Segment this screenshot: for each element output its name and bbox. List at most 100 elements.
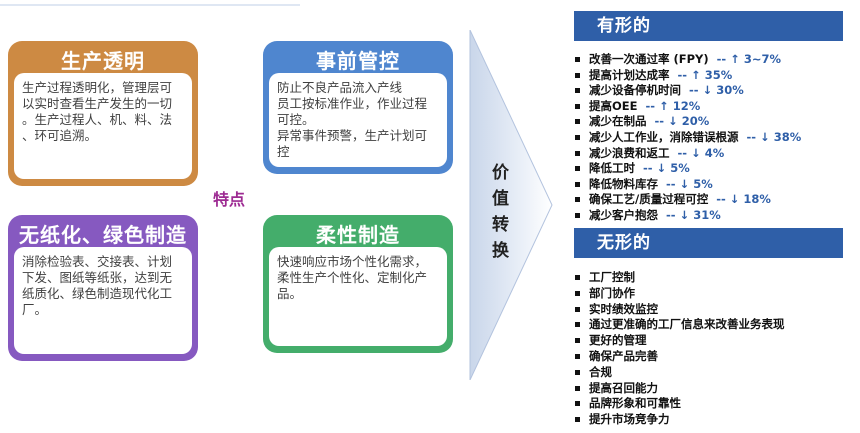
bullet-icon [575,322,580,328]
value-char: 值 [492,189,509,209]
intangible-list: 工厂控制 部门协作 实时绩效监控 通过更准确的工厂信息来改善业务表现 更好的管理… [575,270,785,428]
benefit-text: 减少设备停机时间 [589,83,681,98]
card-transparency: 生产透明 生产过程透明化，管理层可 以实时查看生产发生的一切 。生产过程人、机、… [8,41,198,186]
card-body: 消除检验表、交接表、计划 下发、图纸等纸张，达到无 纸质化、绿色制造现代化工 厂… [14,247,192,354]
list-item: 部门协作 [575,286,785,302]
benefit-metric: -- ↓ 38% [746,129,802,144]
list-item: 减少客户抱怨 -- ↓ 31% [575,208,801,224]
card-title: 事前管控 [316,49,400,73]
list-item: 实时绩效监控 [575,302,785,318]
benefit-metric: -- ↓ 20% [654,114,710,129]
card-body: 生产过程透明化，管理层可 以实时查看生产发生的一切 。生产过程人、机、料、法 、… [14,73,192,179]
list-item: 确保产品完善 [575,349,785,365]
list-item: 提高OEE -- ↑ 12% [575,99,801,115]
card-line: 快速响应市场个性化需求， [277,254,428,269]
card-paperless: 无纸化、绿色制造 消除检验表、交接表、计划 下发、图纸等纸张，达到无 纸质化、绿… [8,215,198,361]
list-item: 减少在制品 -- ↓ 20% [575,114,801,130]
benefit-text: 工厂控制 [589,270,635,284]
list-item: 降低工时 -- ↓ 5% [575,161,801,177]
card-line: 生产过程透明化，管理层可 [22,80,173,95]
card-line: 、环可追溯。 [22,128,98,143]
benefit-metric: -- ↓ 4% [677,145,725,160]
list-item: 通过更准确的工厂信息来改善业务表现 [575,317,785,333]
benefit-text: 降低工时 [589,161,635,176]
list-item: 减少浪费和返工 -- ↓ 4% [575,146,801,162]
value-conversion-label: 价 值 转 换 [492,160,512,264]
benefit-text: 减少客户抱怨 [589,207,658,222]
benefit-metric: -- ↓ 5% [643,161,690,176]
bullet-icon [575,401,580,407]
bullet-icon [575,166,580,172]
bullet-icon [575,369,580,375]
benefit-text: 提高计划达成率 [589,67,670,82]
benefit-text: 改善一次通过率 (FPY) [589,52,709,66]
bullet-icon [575,353,580,359]
top-divider [0,4,300,6]
benefit-metric: -- ↑ 35% [677,67,733,82]
bullet-icon [575,197,580,203]
card-flexible: 柔性制造 快速响应市场个性化需求， 柔性生产个性化、定制化产 品。 [263,215,453,353]
list-item: 提高计划达成率 -- ↑ 35% [575,68,801,84]
list-item: 降低物料库存 -- ↓ 5% [575,177,801,193]
bullet-icon [575,385,580,391]
bullet-icon [575,417,580,423]
tangible-list: 改善一次通过率 (FPY) -- ↑ 3~7% 提高计划达成率 -- ↑ 35%… [575,52,801,224]
benefit-text: 更好的管理 [589,333,647,348]
bullet-icon [575,212,580,218]
bullet-icon [575,338,580,344]
card-line: 纸质化、绿色制造现代化工 [22,286,173,301]
card-line: 厂。 [22,302,48,317]
bullet-icon [575,88,580,94]
benefit-metric: -- ↓ 18% [716,192,771,207]
benefit-metric: -- ↑ 3~7% [716,52,782,66]
bullet-icon [575,181,580,187]
card-line: 柔性生产个性化、定制化产 [277,270,428,285]
list-item: 提高召回能力 [575,381,785,397]
card-preventive: 事前管控 防止不良产品流入产线 员工按标准作业，作业过程 可控。 异常事件预警，… [263,41,453,174]
list-item: 品牌形象和可靠性 [575,396,785,412]
card-title: 生产透明 [61,49,145,73]
benefit-text: 减少人工作业，消除错误根源 [589,129,739,144]
value-char: 换 [492,241,509,261]
tangible-header: 有形的 [574,11,843,41]
benefit-text: 实时绩效监控 [589,301,658,316]
benefit-metric: -- ↓ 5% [666,176,713,191]
intangible-header: 无形的 [574,228,843,258]
card-line: 品。 [277,286,303,301]
card-title: 无纸化、绿色制造 [19,223,187,247]
card-body: 快速响应市场个性化需求， 柔性生产个性化、定制化产 品。 [269,247,447,346]
bullet-icon [575,150,580,156]
card-line: 以实时查看生产发生的一切 [22,96,173,111]
benefit-text: 减少浪费和返工 [589,145,670,160]
benefit-text: 降低物料库存 [589,176,658,191]
list-item: 确保工艺/质量过程可控 -- ↓ 18% [575,192,801,208]
card-line: 下发、图纸等纸张，达到无 [22,270,173,285]
features-label: 特点 [212,190,245,209]
bullet-icon [575,134,580,140]
list-item: 改善一次通过率 (FPY) -- ↑ 3~7% [575,52,801,68]
list-item: 减少人工作业，消除错误根源 -- ↓ 38% [575,130,801,146]
list-item: 更好的管理 [575,333,785,349]
benefit-text: 部门协作 [589,285,635,300]
benefit-text: 提高OEE [589,98,638,113]
card-title: 柔性制造 [316,223,400,247]
bullet-icon [575,119,580,125]
card-line: 控 [277,144,290,159]
bullet-icon [575,103,580,109]
value-char: 转 [492,215,509,235]
list-item: 合规 [575,365,785,381]
benefit-text: 合规 [589,364,612,379]
bullet-icon [575,275,580,280]
card-line: 异常事件预警，生产计划可 [277,128,428,143]
benefit-text: 提高召回能力 [589,380,658,395]
bullet-icon [575,72,580,78]
benefit-text: 提升市场竞争力 [589,412,670,427]
benefit-metric: -- ↓ 30% [689,83,744,98]
benefit-metric: -- ↓ 31% [666,207,721,222]
card-line: 可控。 [277,112,315,127]
list-item: 工厂控制 [575,270,785,286]
list-item: 提升市场竞争力 [575,412,785,428]
list-item: 减少设备停机时间 -- ↓ 30% [575,83,801,99]
benefit-text: 确保产品完善 [589,348,658,363]
card-line: 防止不良产品流入产线 [277,80,403,95]
